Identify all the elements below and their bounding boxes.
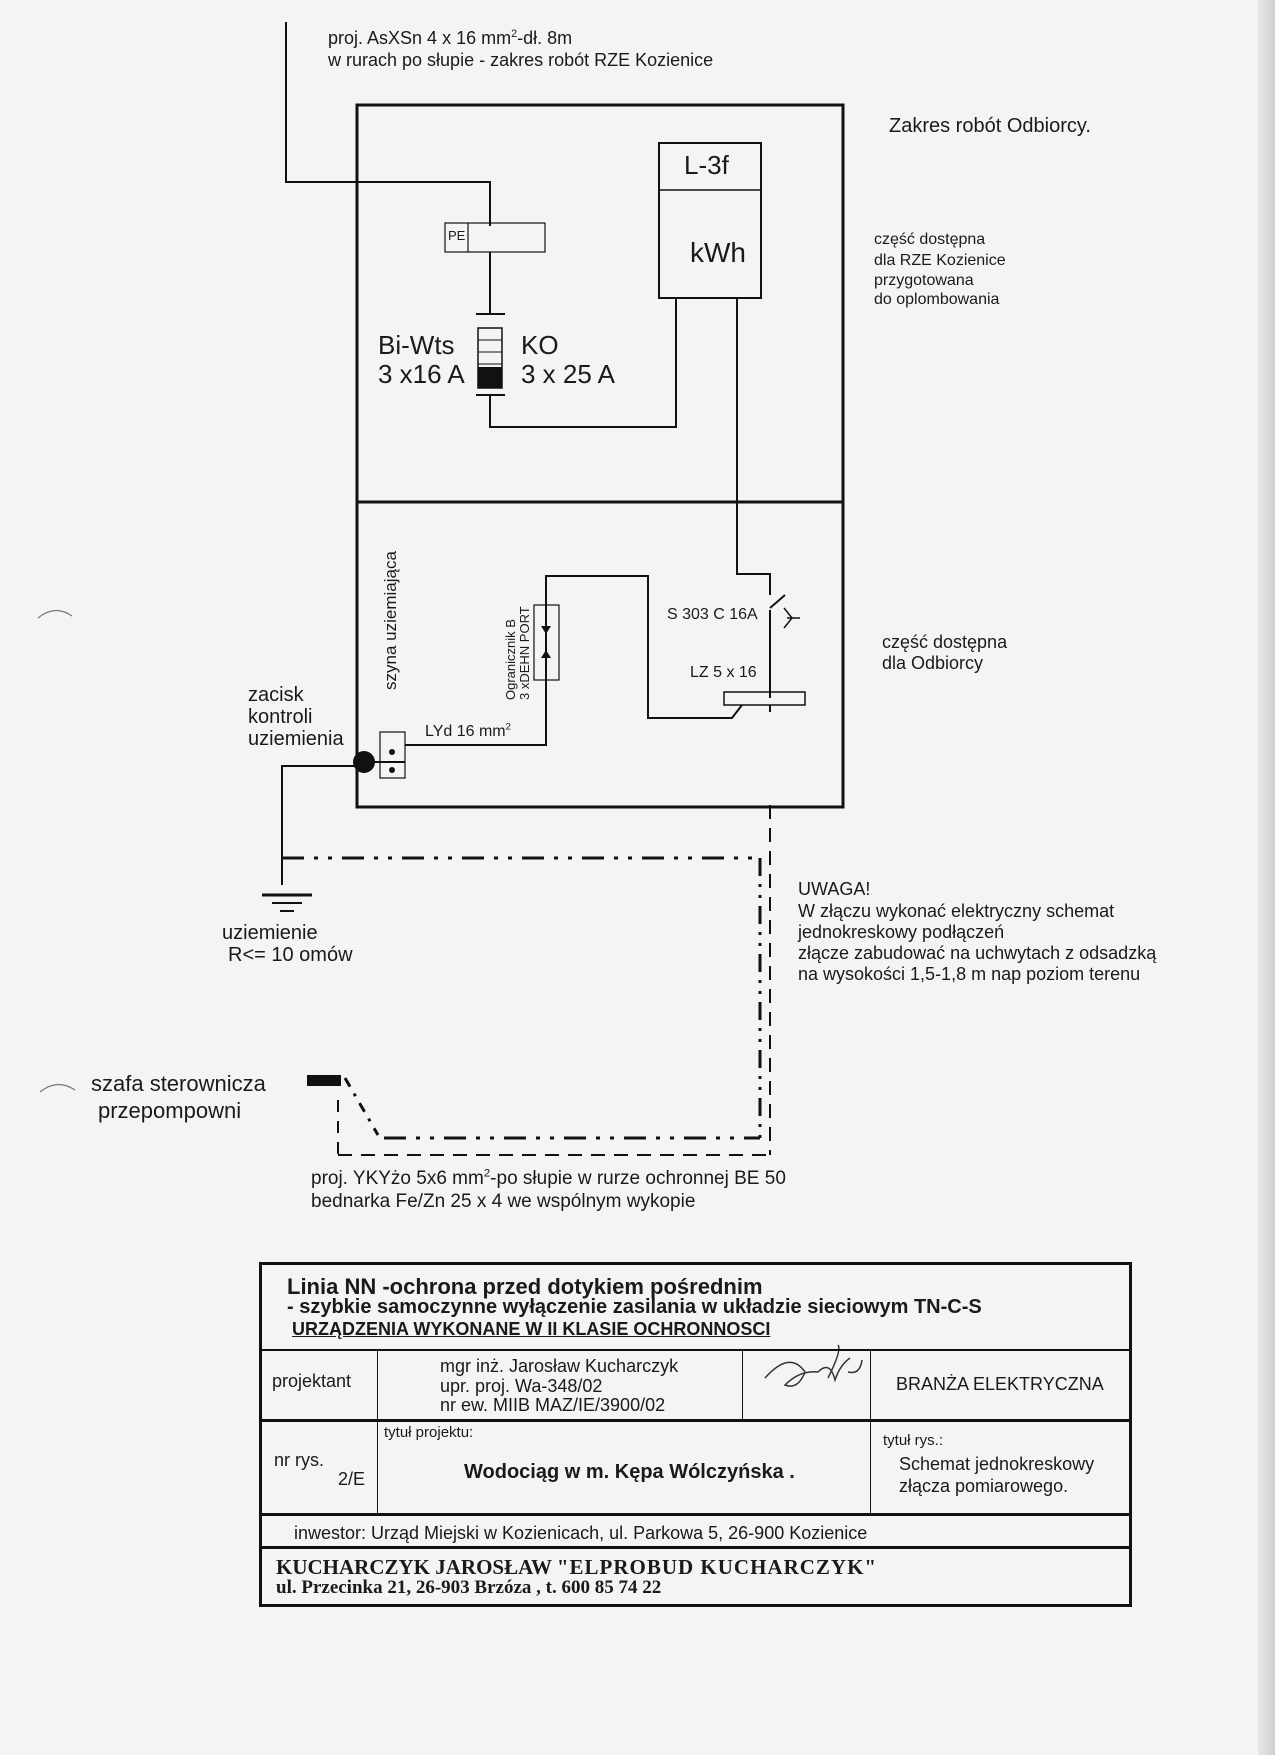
company-name: KUCHARCZYK JAROSŁAW "ELPROBUD KUCHARCZYK… (276, 1555, 878, 1579)
tytul-projektu-value: Wodociąg w m. Kępa Wólczyńska . (464, 1461, 795, 1483)
meter-box (658, 142, 762, 299)
szafa-line-1: szafa sterownicza (91, 1071, 266, 1096)
part-rze-line-1: część dostępna (874, 231, 986, 248)
meter-type-label: L-3f (684, 150, 729, 180)
uwaga-line-4: na wysokości 1,5-1,8 m nap poziom terenu (798, 964, 1141, 984)
ko-rating: 3 x 25 A (521, 359, 615, 389)
title-heading-1: Linia NN -ochrona przed dotykiem pośredn… (287, 1274, 763, 1299)
paper-edge (1258, 0, 1275, 1755)
uziemienie-line-1: uziemienie (222, 922, 318, 944)
lz-label: LZ 5 x 16 (690, 664, 757, 681)
tytul-rys-line-1: Schemat jednokreskowy (899, 1454, 1095, 1474)
nr-rys-value: 2/E (338, 1469, 366, 1489)
surge-arrester (533, 604, 560, 681)
zacisk-line-1: zacisk (248, 684, 304, 706)
pe-label: PE (448, 228, 466, 243)
tytul-rys-label: tytuł rys.: (883, 1432, 944, 1449)
uwaga-title: UWAGA! (798, 879, 871, 899)
title-heading-3: URZĄDZENIA WYKONANE W II KLASIE OCHRONNO… (292, 1319, 771, 1339)
pe-terminal-bar (444, 222, 546, 253)
designer-line-2: upr. proj. Wa-348/02 (440, 1376, 603, 1396)
zacisk-line-2: kontroli (248, 706, 313, 728)
uwaga-line-3: złącze zabudować na uchwytach z odsadzką (798, 943, 1157, 963)
designer-signature (764, 1344, 863, 1387)
part-rze-line-2: dla RZE Kozienice (874, 252, 1006, 269)
ko-name: KO (521, 330, 559, 360)
ogranicznik-line-2: 3 xDEHN PORT (517, 606, 532, 700)
szafa-line-2: przepompowni (98, 1098, 242, 1123)
projektant-label: projektant (272, 1371, 352, 1391)
designer-line-1: mgr inż. Jarosław Kucharczyk (440, 1356, 679, 1376)
uwaga-line-1: W złączu wykonać elektryczny schemat (798, 901, 1115, 921)
cabinet-symbol (307, 1075, 341, 1086)
bi-wts-rating: 3 x16 A (378, 359, 465, 389)
lyd-label: LYd 16 mm2 (425, 721, 511, 740)
customer-compartment (355, 500, 845, 809)
designer-line-3: nr ew. MIIB MAZ/IE/3900/02 (440, 1395, 666, 1415)
metering-compartment (355, 103, 845, 504)
tytul-rys-line-2: złącza pomiarowego. (899, 1476, 1069, 1496)
company-address: ul. Przecinka 21, 26-903 Brzóza , t. 600… (276, 1577, 662, 1598)
inwestor-line: inwestor: Urząd Miejski w Kozienicach, u… (294, 1523, 868, 1543)
lz-terminal-bar (723, 691, 806, 706)
szyna-label: szyna uziemiająca (381, 551, 400, 690)
cable-bottom-label-2: bednarka Fe/Zn 25 x 4 we wspólnym wykopi… (311, 1191, 696, 1212)
earth-junction-dot (353, 751, 375, 773)
cable-top-label-1: proj. AsXSn 4 x 16 mm2-dł. 8m (328, 28, 573, 48)
branza-label: BRANŻA ELEKTRYCZNA (896, 1374, 1104, 1394)
meter-unit-label: kWh (690, 237, 746, 268)
incoming-cable-line (285, 22, 491, 226)
part-rze-line-3: przygotowana (874, 272, 974, 289)
cable-bottom-label-1: proj. YKYżo 5x6 mm2-po słupie w rurze oc… (311, 1167, 786, 1189)
tytul-projektu-label: tytuł projektu: (384, 1424, 474, 1441)
ogranicznik-line-1: Ogranicznik B (503, 619, 518, 700)
earth-terminal (379, 731, 406, 779)
part-rze-line-4: do oplombowania (874, 291, 1000, 308)
part-odbiorcy-line-2: dla Odbiorcy (882, 653, 984, 673)
part-odbiorcy-line-1: część dostępna (882, 632, 1008, 652)
zacisk-line-3: uziemienia (248, 728, 344, 750)
s303-label: S 303 C 16A (667, 606, 758, 623)
uziemienie-line-2: R<= 10 omów (228, 944, 353, 966)
cable-top-label-2: w rurach po słupie - zakres robót RZE Ko… (328, 50, 714, 70)
title-heading-2: - szybkie samoczynne wyłączenie zasilani… (287, 1296, 982, 1318)
zakres-odbiorcy-label: Zakres robót Odbiorcy. (889, 115, 1091, 137)
bi-wts-name: Bi-Wts (378, 330, 455, 360)
uwaga-line-2: jednokreskowy podłączeń (798, 922, 1005, 942)
nr-rys-label: nr rys. (274, 1450, 325, 1470)
